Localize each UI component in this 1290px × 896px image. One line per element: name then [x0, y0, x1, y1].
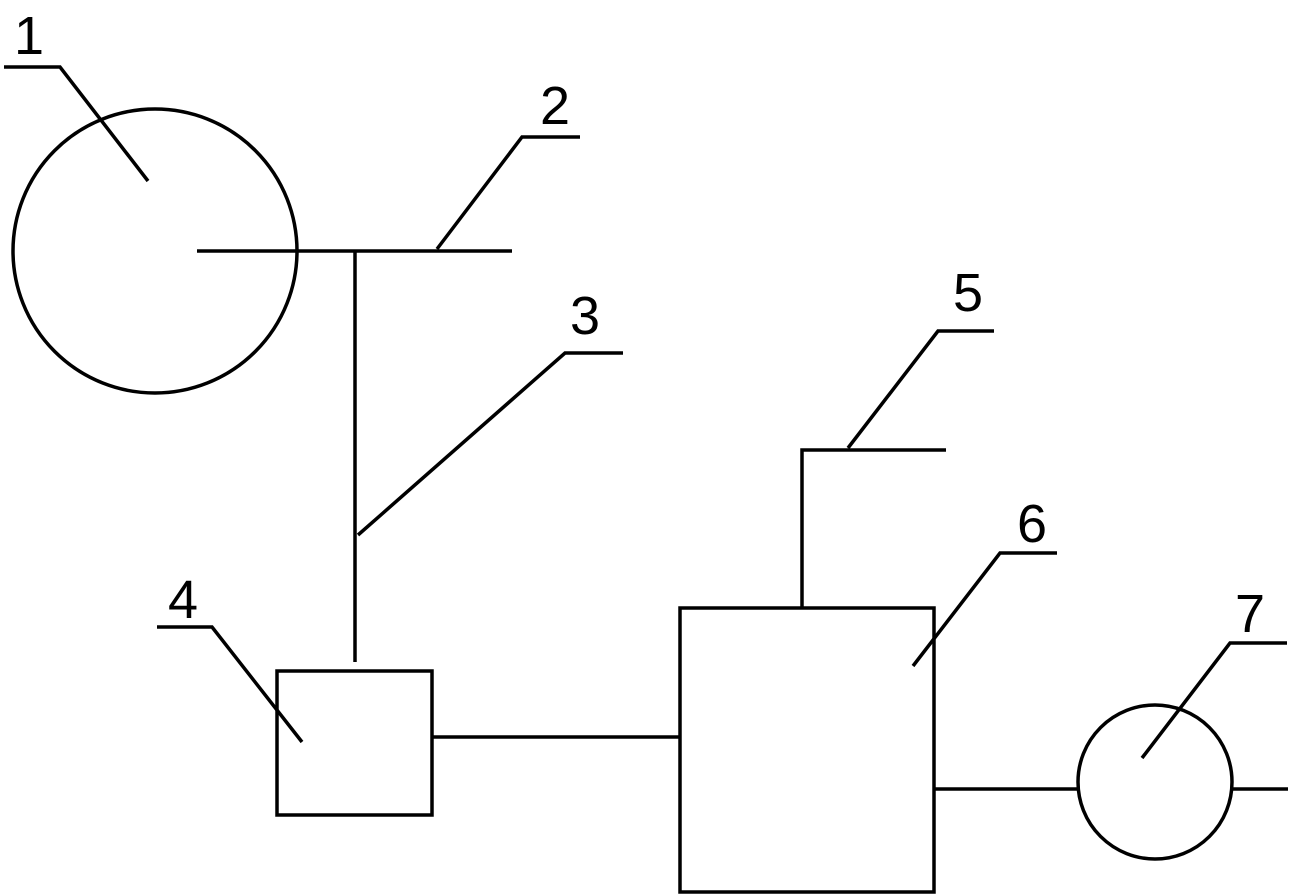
leader-line-5: [846, 329, 994, 450]
component-4-small-box: [275, 669, 434, 817]
label-7: 7: [1235, 584, 1265, 644]
leader-line-2: [435, 135, 580, 251]
label-3: 3: [570, 286, 600, 346]
component-7-small-circle: [1076, 703, 1234, 861]
label-6: 6: [1017, 494, 1047, 554]
label-5: 5: [953, 263, 983, 323]
leader-line-3: [356, 351, 623, 537]
leader-line-6: [911, 551, 1057, 668]
leader-line-1: [4, 65, 150, 183]
label-1: 1: [14, 6, 44, 66]
component-6-large-box: [678, 606, 936, 894]
component-5-riser-pipe: [800, 448, 946, 608]
label-4: 4: [168, 570, 198, 630]
label-2: 2: [540, 76, 570, 136]
leader-line-4: [157, 625, 304, 744]
leader-line-7: [1140, 641, 1287, 760]
